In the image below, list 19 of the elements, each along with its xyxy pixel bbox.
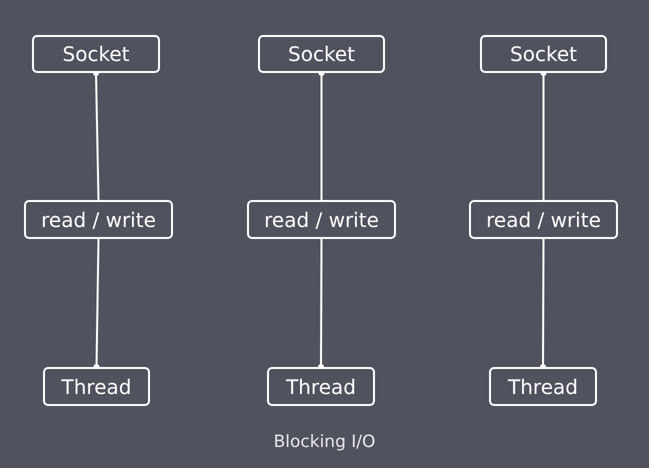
diagram-caption: Blocking I/O <box>274 432 376 452</box>
process-box <box>24 200 173 239</box>
node-label: Thread <box>286 374 356 398</box>
node-label: Socket <box>288 42 355 66</box>
node-label: read / write <box>264 208 379 232</box>
process-box <box>32 35 160 73</box>
node-label: Thread <box>62 374 132 398</box>
process-box <box>489 367 597 406</box>
node-label: read / write <box>41 208 156 232</box>
process-box <box>43 367 150 406</box>
node-label: Thread <box>508 374 578 398</box>
node-label: Socket <box>62 42 130 66</box>
process-box <box>258 35 385 73</box>
process-box <box>267 367 375 406</box>
node-label: Socket <box>510 42 577 66</box>
process-box <box>480 35 607 73</box>
process-box <box>469 200 618 239</box>
process-box <box>247 200 396 239</box>
node-label: read / write <box>486 208 601 232</box>
